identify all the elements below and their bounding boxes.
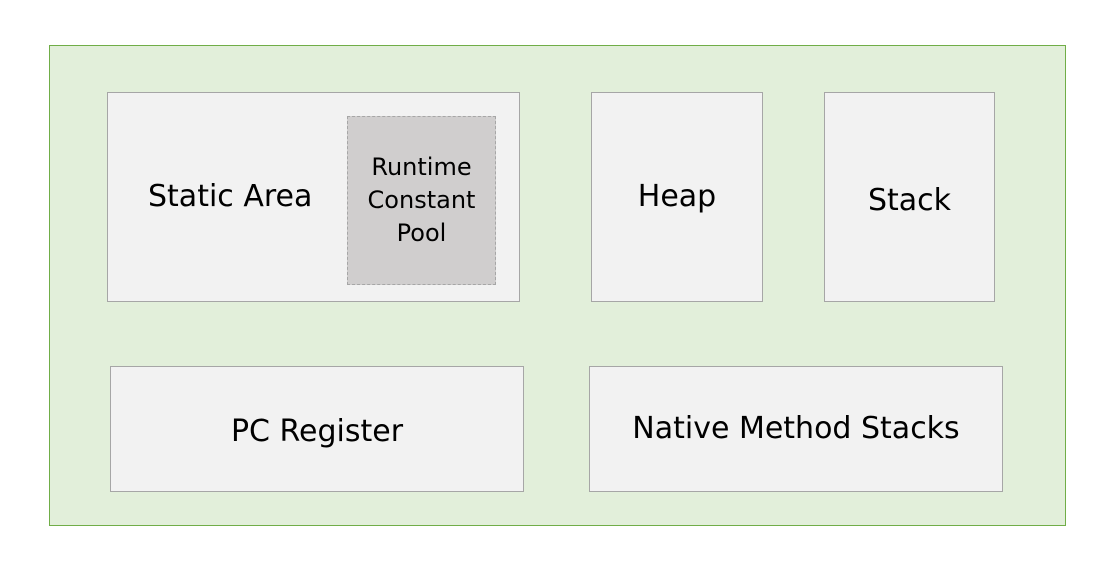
native-method-stacks-label: Native Method Stacks bbox=[632, 411, 960, 446]
native-method-stacks-box: Native Method Stacks bbox=[589, 366, 1003, 492]
pc-register-label: PC Register bbox=[230, 414, 404, 449]
stack-label: Stack bbox=[867, 183, 952, 218]
pc-register-box: PC Register bbox=[110, 366, 524, 492]
runtime-constant-pool-label: Runtime Constant Pool bbox=[367, 153, 476, 247]
stack-box: Stack bbox=[824, 92, 995, 302]
jvm-memory-container: Static Area Runtime Constant Pool Heap S… bbox=[49, 45, 1066, 526]
heap-box: Heap bbox=[591, 92, 763, 302]
heap-label: Heap bbox=[637, 179, 717, 214]
static-area-label: Static Area bbox=[148, 179, 313, 214]
runtime-constant-pool-box: Runtime Constant Pool bbox=[347, 116, 496, 285]
static-area-box: Static Area Runtime Constant Pool bbox=[107, 92, 520, 302]
